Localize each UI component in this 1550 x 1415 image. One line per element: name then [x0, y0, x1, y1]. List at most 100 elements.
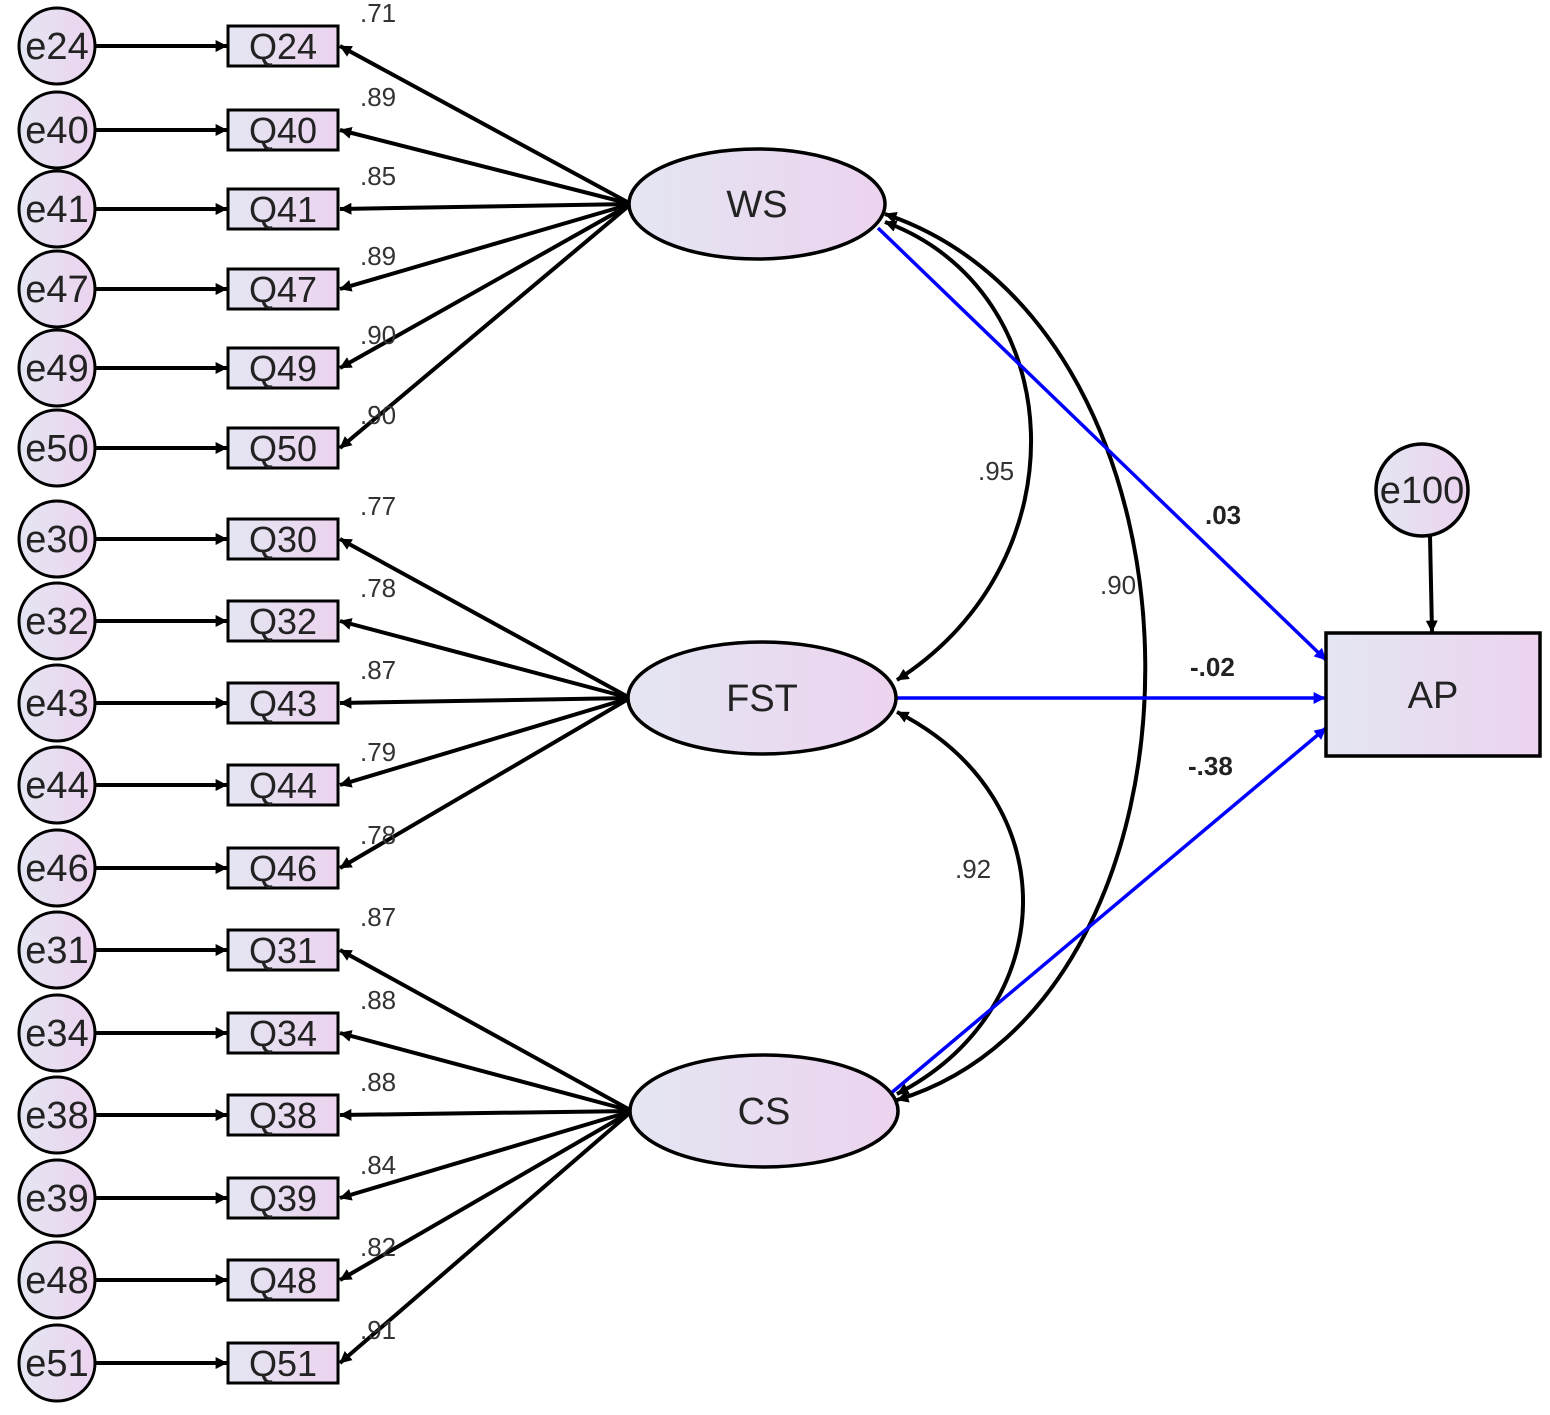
- loading-label-q32: .78: [360, 573, 396, 603]
- loading-arrow-fst-q44: [339, 696, 631, 788]
- error-circle-e24: [17, 6, 97, 86]
- loading-arrow-ws-q47: [339, 202, 632, 292]
- error-circle-e44: [17, 745, 97, 825]
- loading-arrow-cs-q39: [339, 1109, 633, 1201]
- structural-path-cs-ap: [888, 726, 1328, 1096]
- error-circle-e30: [17, 499, 97, 579]
- error-label-e32: e32: [25, 601, 88, 643]
- error-circle-e31: [17, 910, 97, 990]
- latent-ellipse-cs: [628, 1053, 900, 1169]
- error-label-e44: e44: [25, 765, 88, 807]
- error-circle-e41: [17, 169, 97, 249]
- error-circle-e47: [17, 249, 97, 329]
- indicator-label-q31: Q31: [249, 930, 317, 971]
- error-circle-e38: [17, 1075, 97, 1155]
- loading-label-q39: .84: [360, 1150, 396, 1180]
- loading-label-q30: .77: [360, 491, 396, 521]
- error-label-e39: e39: [25, 1178, 88, 1220]
- loading-label-q44: .79: [360, 737, 396, 767]
- indicator-box-q41: [226, 187, 340, 231]
- loading-label-q38: .88: [360, 1067, 396, 1097]
- loading-arrow-ws-q24: [339, 44, 632, 206]
- error-label-e100: e100: [1380, 470, 1465, 512]
- indicator-label-q47: Q47: [249, 269, 317, 310]
- error-circle-e40: [17, 90, 97, 170]
- error-label-e30: e30: [25, 519, 88, 561]
- indicator-label-q43: Q43: [249, 683, 317, 724]
- indicator-box-q31: [226, 928, 340, 972]
- indicator-box-q49: [226, 346, 340, 390]
- error-label-e40: e40: [25, 110, 88, 152]
- edges-layer: [95, 40, 1438, 1369]
- arrow-e100-to-ap: [1425, 535, 1438, 633]
- indicator-label-q39: Q39: [249, 1178, 317, 1219]
- error-label-e24: e24: [25, 26, 88, 68]
- correlation-curve-fst-cs: [896, 710, 1025, 1096]
- correlation-curve-ws-cs: [884, 211, 1148, 1103]
- indicator-box-q39: [226, 1176, 340, 1220]
- indicator-label-q32: Q32: [249, 601, 317, 642]
- loading-label-q48: .82: [360, 1232, 396, 1262]
- indicator-label-q46: Q46: [249, 848, 317, 889]
- latent-label-ws: WS: [726, 184, 787, 226]
- loading-arrow-cs-q48: [338, 1109, 634, 1282]
- error-circle-e39: [17, 1158, 97, 1238]
- loading-arrow-ws-q41: [339, 202, 632, 215]
- latent-ellipse-fst: [626, 640, 898, 756]
- indicator-box-q38: [226, 1093, 340, 1137]
- error-label-e48: e48: [25, 1260, 88, 1302]
- outcome-label-ap: AP: [1408, 675, 1459, 717]
- error-circle-e48: [17, 1240, 97, 1320]
- latent-label-cs: CS: [738, 1091, 791, 1133]
- error-label-e43: e43: [25, 683, 88, 725]
- structural-path-ws-ap: [876, 226, 1328, 662]
- path-label-fst-ap: -.02: [1190, 652, 1235, 682]
- loading-label-q43: .87: [360, 655, 396, 685]
- loading-arrow-fst-q43: [339, 696, 631, 709]
- loading-label-q41: .85: [360, 161, 396, 191]
- indicator-label-q50: Q50: [249, 428, 317, 469]
- indicator-label-q41: Q41: [249, 189, 317, 230]
- indicator-label-q34: Q34: [249, 1013, 317, 1054]
- indicator-box-q51: [226, 1341, 340, 1385]
- loading-arrow-ws-q40: [339, 126, 632, 206]
- nodes-layer: [17, 6, 900, 1403]
- error-label-e47: e47: [25, 269, 88, 311]
- loading-label-q24: .71: [360, 0, 396, 28]
- error-label-e38: e38: [25, 1095, 88, 1137]
- path-label-ws-ap: .03: [1205, 500, 1241, 530]
- path-label-cs-ap: -.38: [1188, 751, 1233, 781]
- error-circle-e100: [1374, 442, 1470, 538]
- loading-arrow-cs-q38: [339, 1108, 633, 1121]
- error-circle-e49: [17, 328, 97, 408]
- error-circle-e51: [17, 1323, 97, 1403]
- loading-arrow-fst-q32: [339, 618, 631, 700]
- error-circle-e43: [17, 663, 97, 743]
- error-label-e34: e34: [25, 1013, 88, 1055]
- loading-label-q49: .90: [360, 320, 396, 350]
- loading-arrow-cs-q34: [339, 1030, 633, 1113]
- error-label-e46: e46: [25, 848, 88, 890]
- error-circle-e32: [17, 581, 97, 661]
- loading-label-q34: .88: [360, 985, 396, 1015]
- indicator-label-q51: Q51: [249, 1343, 317, 1384]
- error-label-e49: e49: [25, 348, 88, 390]
- indicator-box-q50: [226, 426, 340, 470]
- loading-arrow-fst-q30: [339, 537, 631, 700]
- loading-label-q40: .89: [360, 82, 396, 112]
- latent-ellipse-ws: [627, 147, 887, 261]
- indicator-box-q40: [226, 108, 340, 152]
- indicator-box-q47: [226, 267, 340, 311]
- error-label-e41: e41: [25, 189, 88, 231]
- correlation-curve-ws-fst: [884, 220, 1034, 682]
- error-circle-e46: [17, 828, 97, 908]
- loading-arrow-ws-q50: [338, 202, 633, 450]
- loading-label-q46: .78: [360, 820, 396, 850]
- loading-label-q31: .87: [360, 902, 396, 932]
- loading-label-q50: .90: [360, 400, 396, 430]
- indicator-box-q44: [226, 763, 340, 807]
- error-label-e50: e50: [25, 428, 88, 470]
- loading-arrow-cs-q31: [339, 948, 633, 1113]
